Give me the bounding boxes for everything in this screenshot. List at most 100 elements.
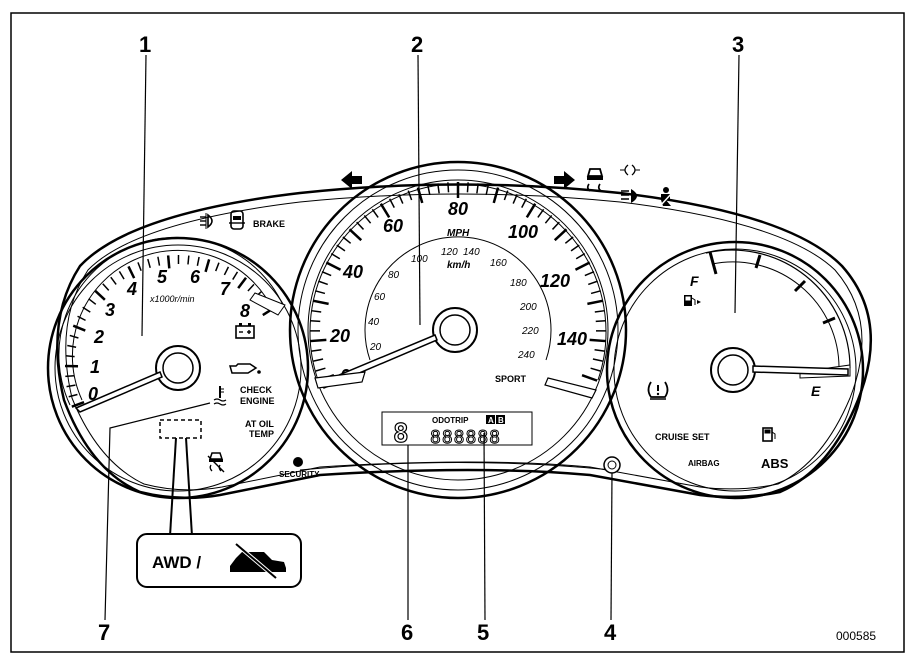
- brake-warning-label: BRAKE: [253, 219, 285, 229]
- speedometer-ticks: [309, 182, 607, 382]
- odometer-digits: 888888: [430, 427, 501, 448]
- turn-right-arrow-icon: [554, 171, 575, 189]
- awd-label-box: [136, 533, 302, 588]
- tach-tick-7: [69, 334, 79, 339]
- tach-num-2: 2: [93, 327, 104, 347]
- speedometer-bezel-inner: [307, 179, 609, 481]
- speedometer-bezel-outer: [288, 160, 628, 500]
- tach-tick-1: [68, 393, 78, 398]
- tachometer-redzone: [249, 292, 286, 316]
- fuel-full-label: F: [690, 273, 699, 289]
- kmh-num-220: 220: [521, 326, 539, 337]
- kmh-num-240: 240: [517, 350, 535, 361]
- figure-frame: [10, 12, 905, 653]
- mph-num-120: 120: [540, 271, 570, 291]
- tach-num-3: 3: [105, 300, 115, 320]
- tach-unit-label: x1000r/min: [149, 294, 195, 304]
- kmh-num-20: 20: [369, 342, 382, 353]
- security-label: SECURITY: [279, 470, 320, 479]
- kmh-num-120: 120: [441, 247, 458, 258]
- speed-tick-9: [315, 290, 326, 295]
- fuel-needle: [752, 365, 849, 376]
- speed-tick-45: [584, 270, 595, 277]
- leader-line-7: [104, 402, 211, 621]
- speed-tick-29: [466, 182, 469, 193]
- trip-reset-knob-inner: [607, 460, 617, 470]
- tach-tick-11: [88, 298, 97, 305]
- cruise-label: CRUISE: [655, 432, 689, 442]
- fuel-empty-label: E: [811, 383, 821, 399]
- tach-num-8: 8: [240, 301, 250, 321]
- speed-tick-21: [388, 198, 395, 208]
- lcd-frame: [381, 411, 533, 446]
- mph-num-140: 140: [557, 329, 587, 349]
- stability-control-icon: [586, 168, 604, 192]
- low-fuel-icon: [762, 427, 776, 442]
- callout-1: 1: [139, 32, 151, 57]
- tach-tick-28: [237, 277, 248, 289]
- speed-tick-2: [313, 358, 324, 362]
- speedometer-bezel-mid: [297, 169, 619, 491]
- speedometer-kmh-arc: [364, 236, 552, 361]
- tach-num-4: 4: [126, 279, 137, 299]
- awd-connector-right: [185, 437, 193, 537]
- tach-tick-12: [94, 290, 106, 301]
- callout-4: 4: [604, 620, 617, 645]
- tachometer-hub-inner: [162, 352, 194, 384]
- speed-tick-10: [318, 280, 328, 286]
- tach-tick-16: [127, 265, 136, 279]
- battery-charge-icon: [235, 323, 255, 339]
- oil-pressure-icon: [229, 363, 261, 374]
- callout-7: 7: [98, 620, 110, 645]
- speedometer: 0 20 40 60 80 100 120 140 20 40 60 80 10…: [288, 160, 628, 500]
- mph-num-80: 80: [448, 199, 468, 219]
- speed-tick-12: [325, 261, 342, 271]
- speed-tick-30: [476, 183, 479, 194]
- tach-tick-27: [232, 271, 239, 280]
- speed-tick-7: [311, 309, 322, 313]
- check-engine-line2: ENGINE: [240, 396, 275, 406]
- coolant-temp-icon: [213, 386, 227, 406]
- leader-line-3: [734, 54, 740, 314]
- speed-tick-46: [588, 280, 598, 286]
- door-open-icon: [229, 210, 245, 230]
- tach-tick-22: [187, 255, 190, 265]
- callout-3: 3: [732, 32, 744, 57]
- speed-tick-42: [570, 244, 580, 252]
- tachometer-needle: [74, 371, 163, 413]
- speedometer-zero-mark: [314, 371, 366, 389]
- speed-tick-25: [427, 184, 431, 196]
- tire-pressure-icon: [647, 381, 669, 400]
- cluster-housing-outer: [56, 183, 873, 500]
- tach-tick-9: [77, 315, 86, 322]
- speed-tick-31: [485, 184, 489, 196]
- front-fog-light-icon: [200, 213, 213, 229]
- tach-tick-13: [102, 283, 110, 291]
- tach-tick-20: [166, 255, 171, 269]
- awd-connector-left: [169, 437, 177, 537]
- mph-num-40: 40: [342, 262, 363, 282]
- mph-unit-label: MPH: [447, 228, 470, 239]
- fuel-hub-inner: [717, 354, 749, 386]
- speed-tick-16: [348, 228, 363, 242]
- trip-b-box: [496, 415, 505, 424]
- speed-tick-56: [581, 373, 598, 382]
- tach-tick-5: [65, 354, 75, 358]
- speed-tick-40: [553, 228, 568, 242]
- speed-tick-47: [590, 290, 601, 295]
- speed-tick-17: [356, 221, 365, 230]
- fuel-bezel-inner: [613, 248, 857, 492]
- speed-tick-13: [330, 252, 341, 260]
- speed-tick-14: [336, 244, 346, 252]
- speed-tick-3: [311, 348, 322, 352]
- kmh-num-200: 200: [519, 302, 537, 313]
- leader-line-4: [610, 472, 613, 621]
- tach-tick-23: [196, 256, 200, 266]
- tachometer: 0 1 2 3 4 5 6 7 8 x1000r/min: [46, 236, 310, 500]
- turn-left-arrow-icon: [341, 171, 362, 189]
- speed-tick-34: [512, 194, 518, 204]
- kmh-num-80: 80: [388, 270, 400, 281]
- speed-tick-18: [363, 214, 372, 224]
- kmh-unit-label: km/h: [447, 260, 470, 271]
